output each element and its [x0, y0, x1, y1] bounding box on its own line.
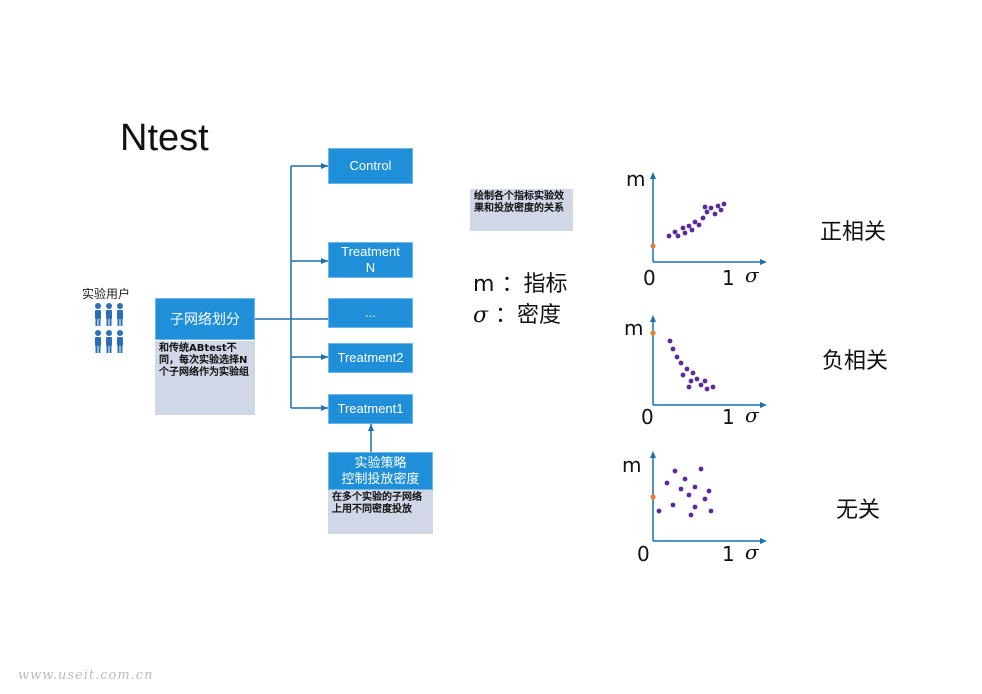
plot2-axes [650, 315, 767, 408]
plot2-points [667, 338, 716, 392]
split-note: 和传统ABtest不同，每次实验选择N个子网络作为实验组 [155, 341, 255, 415]
plot1-x-label: σ [745, 263, 759, 287]
subnetwork-split-box: 子网络划分 [155, 298, 255, 340]
page-title: Ntest [120, 117, 209, 159]
group-treatment2-box: Treatment2 [328, 343, 413, 373]
plot3-y-label: m [622, 453, 642, 477]
plot2-origin-point [650, 330, 656, 336]
plot3-x-zero: 0 [637, 542, 650, 566]
plot1-relation: 正相关 [820, 220, 887, 245]
legend-m-symbol: m [473, 272, 495, 297]
group-ellipsis-box: ... [328, 298, 413, 328]
plot2-relation: 负相关 [822, 349, 889, 374]
users-icon [95, 303, 123, 353]
strategy-box: 实验策略 控制投放密度 [328, 452, 433, 490]
legend-sigma-text: ：密度 [495, 303, 562, 328]
plot2-x-one: 1 [722, 405, 735, 429]
legend-sigma-symbol: σ [473, 303, 489, 328]
plot-note: 绘制各个指标实验效果和投放密度的关系 [470, 189, 573, 231]
plot1-x-one: 1 [722, 266, 735, 290]
plot3-points [656, 466, 714, 518]
plot1-points [666, 201, 727, 239]
plot1-x-zero: 0 [643, 266, 656, 290]
users-label: 实验用户 [82, 287, 131, 301]
plot3-x-label: σ [745, 540, 759, 564]
plot3-axes [650, 451, 767, 544]
plot1-y-label: m [626, 167, 646, 191]
plot3-origin-point [650, 494, 656, 500]
legend-m-text: ：指标 [501, 272, 568, 297]
plot2-x-zero: 0 [641, 405, 654, 429]
group-treatment1-box: Treatment1 [328, 394, 413, 424]
legend-sigma-row: σ ：密度 [473, 297, 561, 329]
group-control-box: Control [328, 148, 413, 184]
plot1-origin-point [650, 243, 656, 249]
plot2-y-label: m [624, 316, 644, 340]
strategy-note: 在多个实验的子网络上用不同密度投放 [328, 490, 433, 534]
plot3-x-one: 1 [722, 542, 735, 566]
watermark: www.useit.com.cn [18, 668, 154, 683]
plot3-relation: 无关 [836, 498, 881, 523]
group-treatment-n-box: Treatment N [328, 242, 413, 278]
plot2-x-label: σ [745, 403, 759, 427]
plot1-axes [650, 172, 767, 265]
legend-m-row: m ：指标 [473, 266, 567, 298]
